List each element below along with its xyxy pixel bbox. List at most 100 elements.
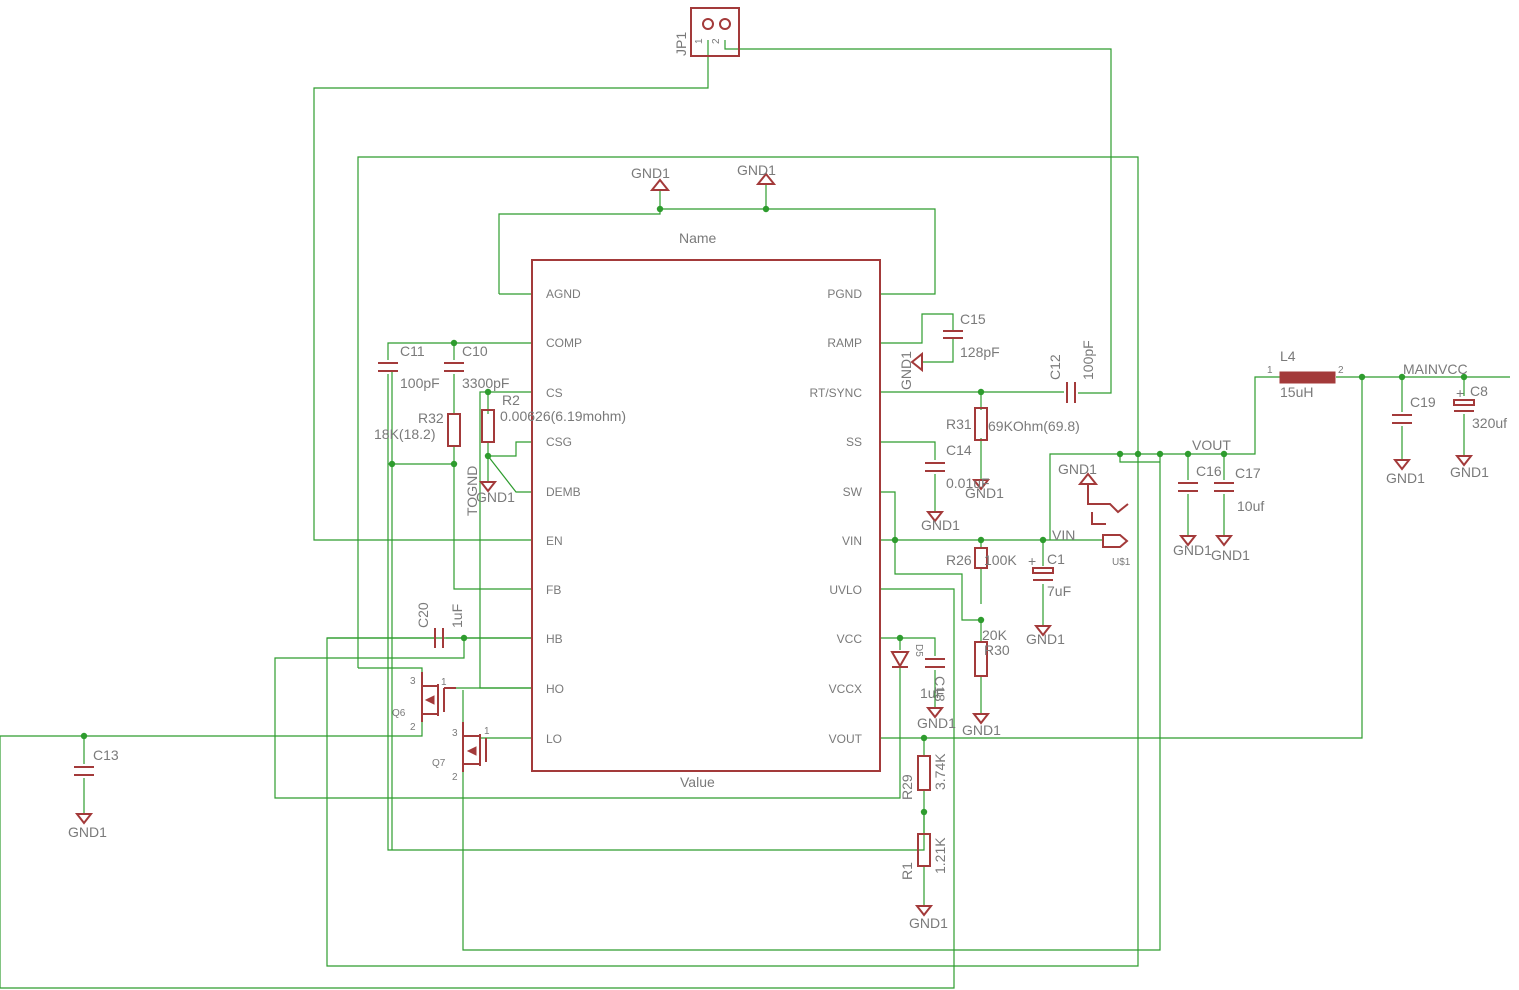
capacitor-c20[interactable]: C20 1uF <box>415 602 465 648</box>
svg-text:GND1: GND1 <box>962 722 1001 738</box>
ic-body[interactable] <box>531 259 881 772</box>
capacitor-c1[interactable]: + C1 7uF <box>1028 551 1071 599</box>
mosfet-q7[interactable]: Q7 3 1 2 <box>432 722 490 783</box>
pin-vin: VIN <box>842 534 862 548</box>
svg-text:R32: R32 <box>418 410 444 426</box>
pin-en: EN <box>546 534 563 548</box>
svg-text:3300pF: 3300pF <box>462 375 509 391</box>
svg-text:R26: R26 <box>946 552 972 568</box>
capacitor-c19[interactable]: C19 <box>1392 394 1436 424</box>
ic-name: Name <box>679 230 717 246</box>
svg-text:1uF: 1uF <box>920 685 944 701</box>
svg-text:69KOhm(69.8): 69KOhm(69.8) <box>988 418 1080 434</box>
pin-rt-sync: RT/SYNC <box>810 386 863 400</box>
capacitor-c18[interactable]: C18 1uF <box>920 658 948 702</box>
pin-agnd: AGND <box>546 287 581 301</box>
vin-connector[interactable]: VIN U$1 <box>1052 527 1131 568</box>
svg-text:GND1: GND1 <box>1026 631 1065 647</box>
pin-lo: LO <box>546 732 562 746</box>
capacitor-c14[interactable]: C14 0.01uF <box>925 442 990 491</box>
pin-comp: COMP <box>546 336 582 350</box>
svg-text:2: 2 <box>452 772 458 783</box>
gnd-vin-probe: GND1 <box>1058 461 1129 525</box>
gnd-r30: GND1 <box>962 713 1001 738</box>
svg-text:3: 3 <box>410 676 416 687</box>
svg-text:GND1: GND1 <box>737 162 776 178</box>
gnd-r2: GND1 <box>476 481 515 505</box>
svg-text:GND1: GND1 <box>1450 464 1489 480</box>
gnd-c19: GND1 <box>1386 459 1425 486</box>
svg-text:128pF: 128pF <box>960 344 1000 360</box>
svg-text:GND1: GND1 <box>1211 547 1250 563</box>
gnd-top-2: GND1 <box>737 162 776 185</box>
pin-hb: HB <box>546 632 563 646</box>
gnd-c18: GND1 <box>917 707 956 731</box>
resistor-r32[interactable]: R32 18K(18.2) <box>374 410 461 447</box>
resistor-r31[interactable]: R31 69KOhm(69.8) <box>946 407 1080 441</box>
pin-demb: DEMB <box>546 485 581 499</box>
wires <box>0 40 1510 989</box>
capacitor-c17[interactable]: C17 10uf <box>1214 465 1264 514</box>
svg-text:GND1: GND1 <box>1058 461 1097 477</box>
diode-d5[interactable]: D5 <box>890 644 924 669</box>
mainvcc-net-label: MAINVCC <box>1403 361 1468 377</box>
capacitor-c16[interactable]: C16 <box>1178 463 1222 492</box>
svg-text:C10: C10 <box>462 343 488 359</box>
pin-vout: VOUT <box>829 732 863 746</box>
gnd-r31: GND1 <box>965 479 1004 501</box>
pin-cs: CS <box>546 386 563 400</box>
svg-text:1uF: 1uF <box>449 604 465 628</box>
svg-text:L4: L4 <box>1280 348 1296 364</box>
svg-text:1: 1 <box>441 677 447 688</box>
pin-csg: CSG <box>546 435 572 449</box>
pin-sw: SW <box>843 485 863 499</box>
ic-right-pins: PGND RAMP RT/SYNC SS SW VIN UVLO VCC VCC… <box>810 287 863 746</box>
svg-text:15uH: 15uH <box>1280 384 1313 400</box>
svg-text:C16: C16 <box>1196 463 1222 479</box>
svg-text:GND1: GND1 <box>1386 470 1425 486</box>
ic-left-pins: AGND COMP CS CSG DEMB EN FB HB HO LO <box>546 287 582 746</box>
jp1-pin2: 2 <box>711 38 722 44</box>
svg-text:20K: 20K <box>982 627 1008 643</box>
svg-text:GND1: GND1 <box>68 824 107 840</box>
jumper-jp1[interactable]: JP1 1 2 <box>673 7 740 57</box>
resistor-r2[interactable]: R2 0.00626(6.19mohm) <box>481 392 626 443</box>
svg-text:GND1: GND1 <box>631 165 670 181</box>
gnd-c13: GND1 <box>68 813 107 840</box>
svg-text:C1: C1 <box>1047 551 1065 567</box>
svg-text:C20: C20 <box>415 602 431 628</box>
svg-text:+: + <box>1028 553 1036 569</box>
resistor-r1[interactable]: R1 1.21K <box>899 833 948 880</box>
capacitor-c10[interactable]: C10 3300pF <box>444 343 509 391</box>
svg-text:18K(18.2): 18K(18.2) <box>374 426 435 442</box>
u1-label: U$1 <box>1112 557 1131 568</box>
resistor-r29[interactable]: R29 3.74K <box>899 753 948 800</box>
svg-text:R29: R29 <box>899 774 915 800</box>
svg-text:C8: C8 <box>1470 383 1488 399</box>
svg-text:GND1: GND1 <box>917 715 956 731</box>
capacitor-c11[interactable]: C11 100pF <box>378 343 440 391</box>
svg-text:C13: C13 <box>93 747 119 763</box>
gnd-top-1: GND1 <box>631 165 670 191</box>
capacitor-c15[interactable]: C15 128pF <box>943 311 1000 360</box>
svg-text:C19: C19 <box>1410 394 1436 410</box>
svg-text:100pF: 100pF <box>1080 340 1096 380</box>
svg-text:C15: C15 <box>960 311 986 327</box>
mosfet-q6[interactable]: Q6 3 1 2 <box>392 672 456 733</box>
gnd-ramp: GND1 <box>898 351 923 390</box>
svg-text:100K: 100K <box>984 552 1017 568</box>
capacitor-c8[interactable]: + C8 320uf <box>1453 383 1507 431</box>
resistor-r26[interactable]: R26 100K <box>946 547 1017 569</box>
pin-pgnd: PGND <box>827 287 862 301</box>
gnd-r1: GND1 <box>909 905 948 931</box>
svg-text:Q7: Q7 <box>432 758 446 769</box>
capacitor-c13[interactable]: C13 <box>74 747 119 776</box>
svg-text:2: 2 <box>410 722 416 733</box>
resistor-r30[interactable]: 20K R30 <box>974 627 1010 677</box>
tognd-label: TOGND <box>464 466 480 516</box>
capacitor-c12[interactable]: C12 100pF <box>1047 340 1096 403</box>
controller-ic[interactable]: Name Value AGND COMP CS CSG DEMB EN FB H… <box>531 230 881 790</box>
svg-text:C17: C17 <box>1235 465 1261 481</box>
svg-text:R2: R2 <box>502 392 520 408</box>
inductor-l4[interactable]: L4 15uH 1 2 <box>1267 348 1344 400</box>
